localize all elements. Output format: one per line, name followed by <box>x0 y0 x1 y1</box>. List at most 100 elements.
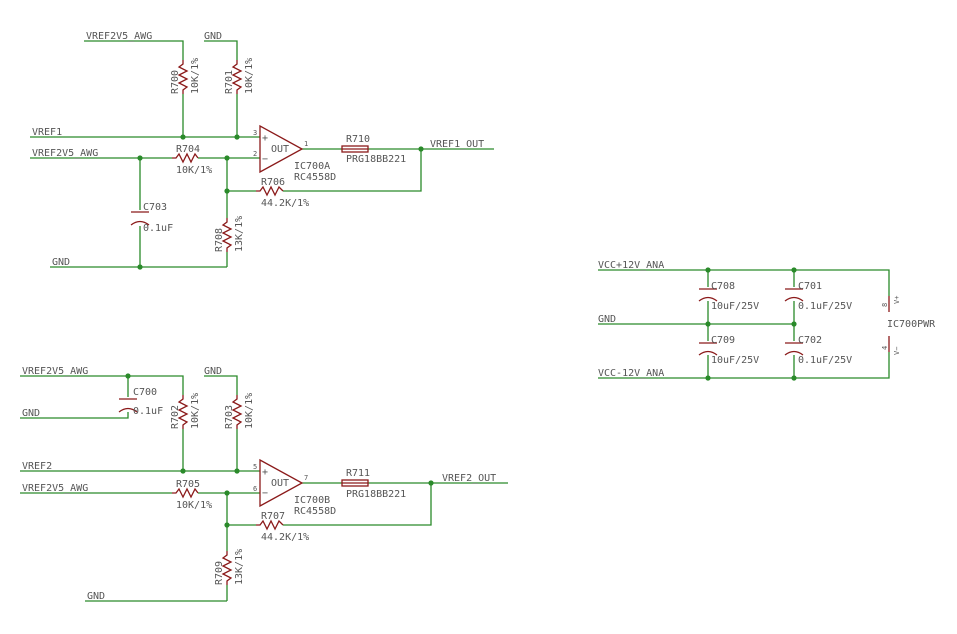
pin-number: 2 <box>253 150 257 158</box>
net-label-vref1: VREF1 <box>32 127 62 138</box>
net-label-gnd: GND <box>204 366 222 377</box>
net-label-vref1-out: VREF1_OUT <box>430 139 484 150</box>
opamp-plus-sign: + <box>262 467 268 478</box>
capacitor-value: 0.1uF/25V <box>798 301 852 312</box>
capacitor-c700: C700 0.1uF <box>118 387 163 417</box>
opamp-out-label: OUT <box>271 144 289 155</box>
resistor-value: 10K/1% <box>176 165 212 176</box>
resistor-r701: R701 10K/1% <box>224 58 255 94</box>
opamp-minus-sign: − <box>262 154 268 165</box>
resistor-ref: R703 <box>224 405 235 429</box>
capacitor-ref: C703 <box>143 202 167 213</box>
net-label-gnd: GND <box>22 408 40 419</box>
capacitor-value: 0.1uF <box>143 223 173 234</box>
resistor-value: 44.2K/1% <box>261 198 309 209</box>
resistor-r707: R707 44.2K/1% <box>256 511 309 543</box>
capacitor-c701: C701 0.1uF/25V <box>784 281 852 312</box>
net-label-vref2v5-awg: VREF2V5_AWG <box>22 483 88 494</box>
resistor-value: 13K/1% <box>234 216 245 252</box>
capacitor-value: 0.1uF <box>133 406 163 417</box>
opamp-minus-sign: − <box>262 488 268 499</box>
wires-power <box>598 269 890 379</box>
circuit-power: VCC+12V_ANA GND VCC-12V_ANA C708 10uF/25… <box>598 260 936 381</box>
resistor-r710: R710 PRG18BB221 <box>341 134 406 165</box>
net-label-vref2v5-awg: VREF2V5_AWG <box>86 31 152 42</box>
power-pins-ic700pwr: 8 V+ IC700PWR 4 V− <box>881 296 936 355</box>
resistor-r704: R704 10K/1% <box>172 144 212 176</box>
net-label-vref2: VREF2 <box>22 461 52 472</box>
opamp-value: RC4558D <box>294 172 336 183</box>
pin-number: 8 <box>881 303 889 307</box>
circuit-vref1: VREF2V5_AWG GND VREF1 VREF2V5_AWG GND VR… <box>30 31 494 270</box>
resistor-value: 10K/1% <box>176 500 212 511</box>
net-label-gnd: GND <box>598 314 616 325</box>
ic-ref: IC700PWR <box>887 319 936 330</box>
resistor-value: 10K/1% <box>244 393 255 429</box>
junctions-power <box>705 267 797 381</box>
junctions-vref2 <box>125 373 434 528</box>
pin-number: 6 <box>253 485 257 493</box>
pin-name: V− <box>893 347 901 355</box>
pin-number: 7 <box>304 474 308 482</box>
capacitor-ref: C708 <box>711 281 735 292</box>
resistor-ref: R701 <box>224 70 235 94</box>
resistor-ref: R711 <box>346 468 370 479</box>
opamp-ic700a: + − OUT 3 2 1 IC700A RC4558D <box>253 124 336 183</box>
resistor-r703: R703 10K/1% <box>224 393 255 429</box>
pin-name: V+ <box>893 296 901 304</box>
capacitor-c709: C709 10uF/25V <box>698 335 759 366</box>
resistor-ref: R700 <box>170 70 181 94</box>
resistor-r708: R708 13K/1% <box>214 216 245 252</box>
capacitor-ref: C701 <box>798 281 822 292</box>
pin-number: 1 <box>304 140 308 148</box>
capacitor-c708: C708 10uF/25V <box>698 281 759 312</box>
resistor-value: PRG18BB221 <box>346 489 406 500</box>
opamp-ref: IC700B <box>294 495 330 506</box>
pin-number: 5 <box>253 463 257 471</box>
resistor-r711: R711 PRG18BB221 <box>341 468 406 500</box>
resistor-value: 10K/1% <box>190 58 201 94</box>
capacitor-c703: C703 0.1uF <box>130 202 173 234</box>
resistor-r706: R706 44.2K/1% <box>256 177 309 209</box>
resistor-r705: R705 10K/1% <box>172 479 212 511</box>
resistor-ref: R707 <box>261 511 285 522</box>
circuit-vref2: VREF2V5_AWG GND GND VREF2 VREF2V5_AWG GN… <box>20 366 508 602</box>
net-label-vcc-neg: VCC-12V_ANA <box>598 368 664 379</box>
capacitor-c702: C702 0.1uF/25V <box>784 335 852 366</box>
net-label-gnd: GND <box>87 591 105 602</box>
capacitor-value: 0.1uF/25V <box>798 355 852 366</box>
resistor-value: PRG18BB221 <box>346 154 406 165</box>
resistor-r702: R702 10K/1% <box>170 393 201 429</box>
capacitor-value: 10uF/25V <box>711 301 759 312</box>
resistor-ref: R708 <box>214 228 225 252</box>
resistor-ref: R702 <box>170 405 181 429</box>
resistor-ref: R705 <box>176 479 200 490</box>
junctions-vref1 <box>137 134 424 270</box>
resistor-r709: R709 13K/1% <box>214 549 245 585</box>
resistor-ref: R710 <box>346 134 370 145</box>
pin-number: 3 <box>253 129 257 137</box>
capacitor-value: 10uF/25V <box>711 355 759 366</box>
resistor-value: 10K/1% <box>244 58 255 94</box>
net-label-gnd: GND <box>204 31 222 42</box>
opamp-out-label: OUT <box>271 478 289 489</box>
opamp-value: RC4558D <box>294 506 336 517</box>
net-label-vref2v5-awg: VREF2V5_AWG <box>32 148 98 159</box>
resistor-ref: R704 <box>176 144 200 155</box>
net-label-vref2-out: VREF2_OUT <box>442 473 496 484</box>
opamp-ic700b: + − OUT 5 6 7 IC700B RC4558D <box>253 458 336 517</box>
wires-vref2 <box>20 375 508 602</box>
resistor-ref: R709 <box>214 561 225 585</box>
resistor-value: 13K/1% <box>234 549 245 585</box>
resistor-r700: R700 10K/1% <box>170 58 201 94</box>
net-label-vref2v5-awg: VREF2V5_AWG <box>22 366 88 377</box>
capacitor-ref: C709 <box>711 335 735 346</box>
opamp-plus-sign: + <box>262 133 268 144</box>
resistor-ref: R706 <box>261 177 285 188</box>
resistor-value: 44.2K/1% <box>261 532 309 543</box>
capacitor-ref: C702 <box>798 335 822 346</box>
net-label-vcc-pos: VCC+12V_ANA <box>598 260 664 271</box>
wires-vref1 <box>30 40 494 268</box>
net-label-gnd: GND <box>52 257 70 268</box>
